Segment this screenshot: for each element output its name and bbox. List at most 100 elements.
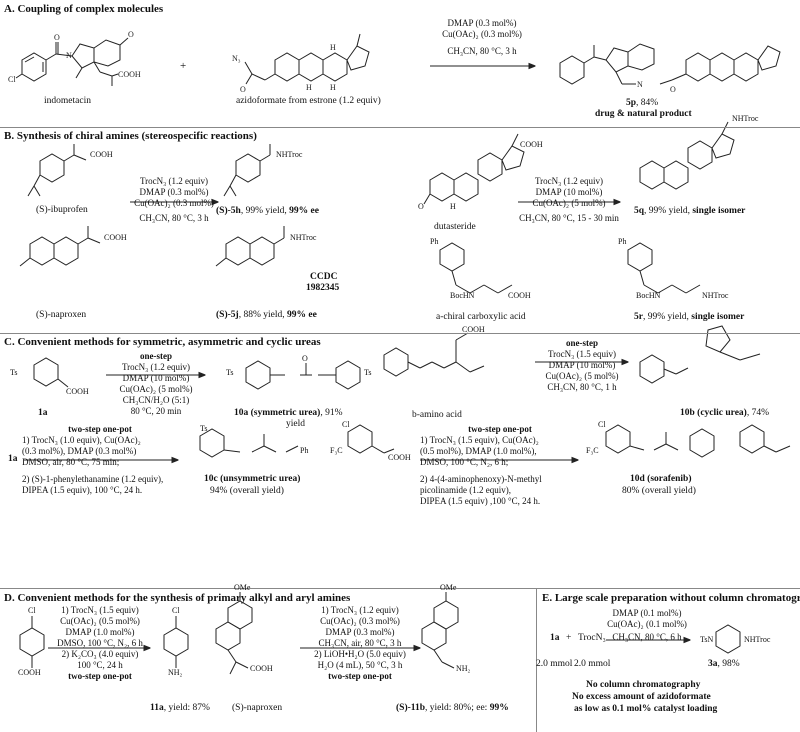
p5r-code: 5r xyxy=(634,312,643,322)
section-e-header: E. Large scale preparation without colum… xyxy=(542,592,800,604)
atom-tsn-3a: TsN xyxy=(700,635,714,644)
cond-c4-5: picolinamide (1.2 equiv), xyxy=(420,485,511,495)
divider-c-d xyxy=(0,588,800,589)
cond-c1-4: CH₃CN/H₂O (5:1) xyxy=(122,395,190,405)
product-10b-label: 10b (cyclic urea), 74% xyxy=(680,408,769,418)
product-10c-label: 10c (unsymmetric urea) xyxy=(204,474,300,484)
amount-trocn3: 2.0 mmol xyxy=(574,659,611,669)
twostep-label-2: two-step one-pot xyxy=(468,424,532,434)
cond-c1-3: Cu(OAc)₂ (5 mol%) xyxy=(119,384,193,394)
atom-ome: O xyxy=(128,30,134,39)
product-10d-label: 10d (sorafenib) xyxy=(630,474,692,484)
atom-f3c-10d: F₃C xyxy=(586,446,599,455)
atom-nhtroc-5j: NHTroc xyxy=(290,233,317,242)
atom-nh: N xyxy=(637,80,643,89)
product-5r-label: 5r, 99% yield, single isomer xyxy=(634,312,744,322)
cond-c2-1: TrocN₃ (1.5 equiv) xyxy=(547,349,617,359)
p5q-code: 5q xyxy=(634,206,645,216)
product-5h-structure xyxy=(223,144,271,197)
product-11b-structure xyxy=(421,592,459,669)
cond-bl-4: CH₃CN, 80 °C, 3 h xyxy=(139,213,209,223)
cond-c4-3: DMSO, 100 °C, N₂, 6 h; xyxy=(420,457,509,467)
p11a-yield: , yield: 87% xyxy=(163,703,210,713)
cond-c3-4: 2) (S)-1-phenylethanamine (1.2 equiv), xyxy=(22,474,164,484)
atom-h1: H xyxy=(306,83,312,92)
note-2: No excess amount of azidoformate xyxy=(572,692,711,702)
cond-c1-5: 80 °C, 20 min xyxy=(130,406,182,416)
cond-d2-2: Cu(OAc)₂ (0.3 mol%) xyxy=(320,616,400,626)
cond-d1-3: DMAP (1.0 mol%) xyxy=(65,627,135,637)
azidoformate-estrone-structure: N₃ O H H H xyxy=(232,33,370,94)
atom-bochn-achiral: BocHN xyxy=(450,291,475,300)
product-10d-structure xyxy=(605,424,791,458)
p11b-code: (S)-11b xyxy=(396,703,426,713)
atom-h-dut: H xyxy=(450,202,456,211)
product-3a-label: 3a, 98% xyxy=(708,659,740,669)
product-5q-label: 5q, 99% yield, single isomer xyxy=(634,206,745,216)
product-10c-yield: 94% (overall yield) xyxy=(210,486,284,496)
p5h-code: (S)-5h xyxy=(216,206,241,216)
product-5p-label: 5p, 84% xyxy=(626,98,658,108)
atom-ph-10c: Ph xyxy=(300,446,309,455)
atom-cooh-dut: COOH xyxy=(520,140,543,149)
p5h-ee: 99% ee xyxy=(289,206,319,216)
cond-d2-3: DMAP (0.3 mol%) xyxy=(325,627,395,637)
dutasteride-label: dutasteride xyxy=(434,222,476,232)
cond-d2-4: CH₃CN, air, 80 °C, 3 h xyxy=(318,638,402,648)
cond-c1-2: DMAP (10 mol%) xyxy=(122,373,190,383)
atom-cooh-bamino: COOH xyxy=(462,325,485,334)
indometacin-label: indometacin xyxy=(44,96,91,106)
cond-e-2: Cu(OAc)₂ (0.1 mol%) xyxy=(607,619,687,629)
conditions-b-left: TrocN₃ (1.2 equiv) DMAP (0.3 mol%) Cu(OA… xyxy=(124,176,224,224)
atom-nhtroc-5h: NHTroc xyxy=(276,150,303,159)
product-5h-label: (S)-5h, 99% yield, 99% ee xyxy=(216,206,319,216)
compound-1a-label-2: 1a xyxy=(8,454,18,464)
cond-c3-5: DIPEA (1.5 equiv), 100 °C, 24 h. xyxy=(22,485,143,495)
conditions-d1: 1) TrocN₃ (1.5 equiv) Cu(OAc)₂ (0.5 mol%… xyxy=(50,605,150,682)
acid-cf3-structure xyxy=(347,424,395,454)
p5j-yield: , 88% yield, xyxy=(238,310,287,320)
section-d-header: D. Convenient methods for the synthesis … xyxy=(4,592,351,604)
atom-h2: H xyxy=(330,43,336,52)
p5r-yield: , 99% yield, xyxy=(642,312,692,322)
cond-c3-1: 1) TrocN₃ (1.0 equiv), Cu(OAc)₂ xyxy=(22,435,141,445)
atom-cooh-1a: COOH xyxy=(66,387,89,396)
achiral-acid-structure xyxy=(439,242,513,294)
cond-br-4: CH₃CN, 80 °C, 15 - 30 min xyxy=(519,213,619,223)
divider-d-e xyxy=(536,588,537,732)
p5h-yield: , 99% yield, xyxy=(240,206,290,216)
cond-d1-5: 2) K₂CO₃ (4.0 equiv) xyxy=(61,649,139,659)
product-10c-structure xyxy=(199,428,299,458)
atom-ts-10c: Ts xyxy=(200,424,208,433)
p10a-yield: , 91% xyxy=(320,408,343,418)
p11a-code: 11a xyxy=(150,703,164,713)
cond-bl-2: DMAP (0.3 mol%) xyxy=(139,187,209,197)
cond-c4-6: DIPEA (1.5 equiv) ,100 °C, 24 h. xyxy=(420,496,541,506)
twostep-label-1: two-step one-pot xyxy=(68,424,132,434)
naproxen-label: (S)-naproxen xyxy=(36,310,87,320)
note-3: as low as 0.1 mol% catalyst loading xyxy=(574,704,718,714)
atom-ph-5r: Ph xyxy=(618,237,627,246)
ibuprofen-structure xyxy=(27,144,87,197)
p10d-code: 10d (sorafenib) xyxy=(630,474,692,484)
product-3a-structure xyxy=(715,624,741,654)
naproxen-structure xyxy=(19,226,101,267)
onestep-label-1: one-step xyxy=(140,351,172,361)
atom-h3: H xyxy=(330,83,336,92)
p10b-yield: , 74% xyxy=(746,408,770,418)
cond-e-3: CH₃CN, 80 °C, 6 h xyxy=(612,632,682,642)
section-a-header: A. Coupling of complex molecules xyxy=(4,3,164,15)
plus-e: + xyxy=(566,633,572,643)
atom-cooh-nap-d: COOH xyxy=(250,664,273,673)
product-5p-code: 5p xyxy=(626,98,637,108)
p10a-code: 10a (symmetric urea) xyxy=(234,408,321,418)
naproxen-d-label: (S)-naproxen xyxy=(232,703,283,713)
conditions-a: DMAP (0.3 mol%) Cu(OAc)₂ (0.3 mol%) CH₃C… xyxy=(432,18,532,57)
atom-ome-11b: OMe xyxy=(440,583,457,592)
atom-cooh-achiral: COOH xyxy=(508,291,531,300)
cond-br-3: Cu(OAc)₂ (5 mol%) xyxy=(532,198,606,208)
product-10a-label: 10a (symmetric urea), 91% xyxy=(234,408,343,418)
naproxen-d-structure xyxy=(215,592,253,675)
product-10a-structure xyxy=(245,360,361,390)
